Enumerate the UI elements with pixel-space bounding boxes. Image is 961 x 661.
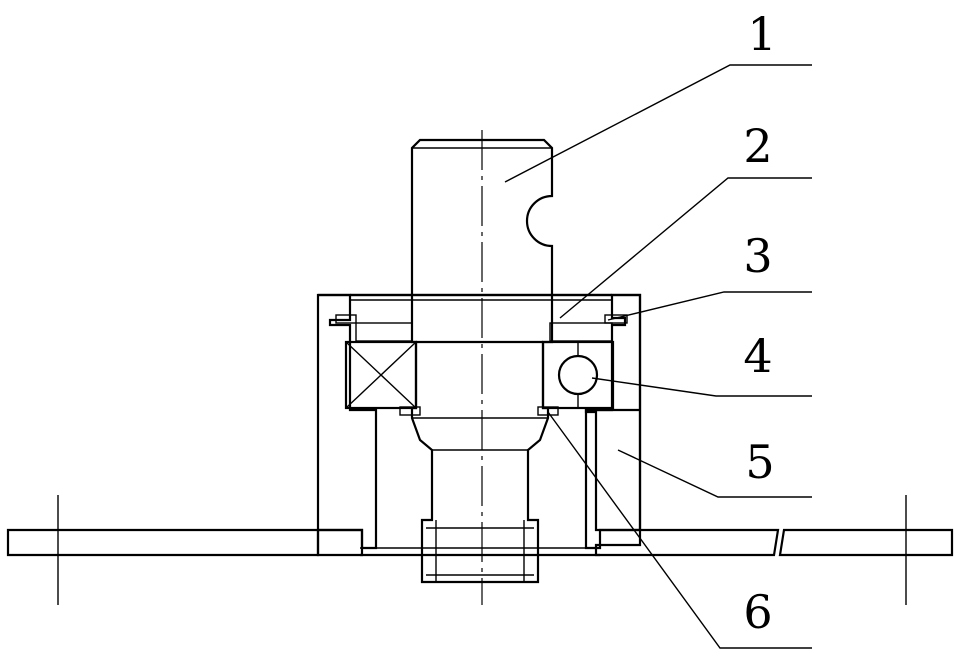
leader-lines	[504, 64, 812, 649]
bearing	[344, 340, 615, 410]
washer	[355, 322, 613, 342]
callout-4: 4	[743, 329, 772, 383]
base-plate	[6, 528, 954, 557]
callout-5: 5	[745, 435, 774, 489]
retaining-ring	[335, 314, 628, 324]
callout-2: 2	[743, 119, 772, 173]
center-lines	[57, 130, 907, 605]
housing	[316, 293, 642, 550]
callout-1: 1	[747, 7, 776, 61]
callout-6: 6	[743, 585, 772, 639]
lower-washer	[399, 406, 559, 416]
callout-3: 3	[743, 229, 772, 283]
